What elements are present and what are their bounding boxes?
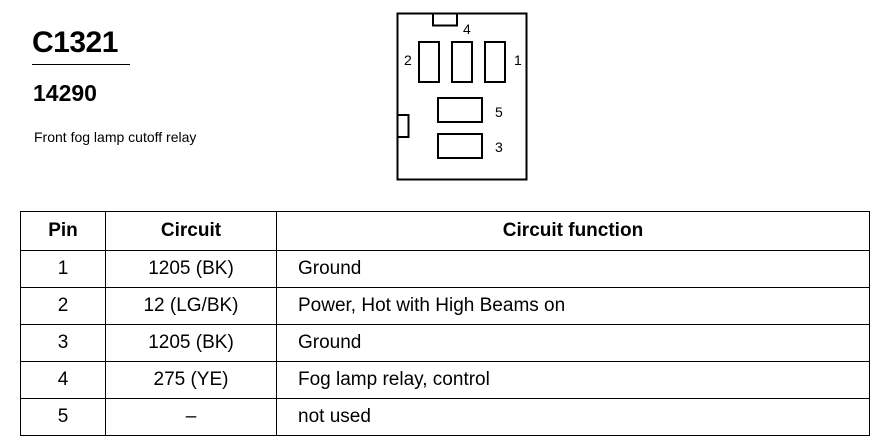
pin-cell: 2: [20, 287, 106, 325]
title-underline: [32, 64, 130, 65]
pin-label-5: 5: [495, 104, 503, 120]
connector-face-diagram: 1 2 3 4 5: [396, 12, 528, 181]
circuit-cell: 275 (YE): [105, 361, 277, 399]
table-row: 4 275 (YE) Fog lamp relay, control: [20, 361, 870, 399]
table-row: 3 1205 (BK) Ground: [20, 324, 870, 362]
function-cell: Fog lamp relay, control: [276, 361, 870, 399]
pin-cell: 4: [20, 361, 106, 399]
locking-tab-side: [396, 114, 410, 138]
locking-tab-top: [432, 12, 458, 27]
pin-cell: 5: [20, 398, 106, 436]
function-cell: Power, Hot with High Beams on: [276, 287, 870, 325]
circuit-cell: 1205 (BK): [105, 324, 277, 362]
function-cell: not used: [276, 398, 870, 436]
terminal-pin-2: [418, 41, 440, 83]
pin-cell: 1: [20, 250, 106, 288]
pin-cell: 3: [20, 324, 106, 362]
circuit-cell: 1205 (BK): [105, 250, 277, 288]
terminal-pin-3: [437, 133, 483, 159]
connector-id: C1321: [32, 26, 118, 59]
function-cell: Ground: [276, 324, 870, 362]
table-header-row: Pin Circuit Circuit function: [20, 211, 870, 251]
pin-label-2: 2: [404, 52, 412, 68]
header-circuit: Circuit: [105, 211, 277, 251]
terminal-pin-4: [451, 41, 473, 83]
table-row: 1 1205 (BK) Ground: [20, 250, 870, 288]
terminal-pin-5: [437, 97, 483, 123]
pin-label-4: 4: [463, 21, 471, 37]
header-pin: Pin: [20, 211, 106, 251]
pin-table: Pin Circuit Circuit function 1 1205 (BK)…: [20, 211, 870, 436]
table-row: 5 – not used: [20, 398, 870, 436]
header-circuit-function: Circuit function: [276, 211, 870, 251]
connector-description: Front fog lamp cutoff relay: [34, 129, 197, 145]
table-row: 2 12 (LG/BK) Power, Hot with High Beams …: [20, 287, 870, 325]
circuit-cell: –: [105, 398, 277, 436]
function-cell: Ground: [276, 250, 870, 288]
pin-label-3: 3: [495, 139, 503, 155]
pin-label-1: 1: [514, 52, 522, 68]
terminal-pin-1: [484, 41, 506, 83]
part-number: 14290: [33, 80, 97, 106]
circuit-cell: 12 (LG/BK): [105, 287, 277, 325]
